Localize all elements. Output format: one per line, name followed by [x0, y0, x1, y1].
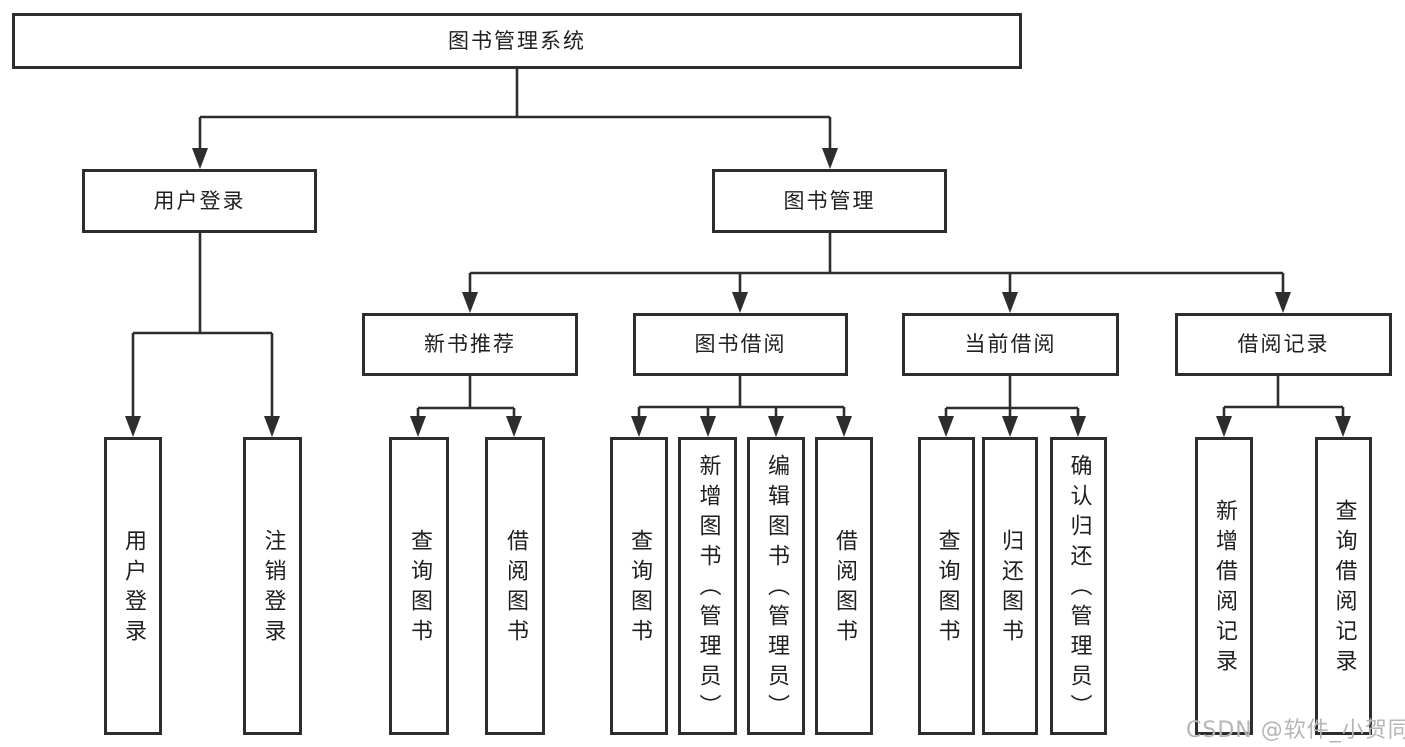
leaf-user-login: 用户登录 — [104, 437, 162, 735]
arrowhead — [462, 292, 478, 313]
arrowhead — [631, 416, 647, 437]
arrowhead — [1335, 416, 1351, 437]
arrowhead — [732, 292, 748, 313]
edge-borrow-to-leaves — [637, 376, 846, 424]
leaf-borrow-borrow-books: 借阅图书 — [815, 437, 873, 735]
node-new-book-recommend: 新书推荐 — [362, 313, 578, 376]
node-book-management: 图书管理 — [712, 169, 947, 233]
arrowhead — [768, 416, 784, 437]
leaf-newbook-query-books: 查询图书 — [389, 437, 449, 735]
edge-current-to-leaves — [944, 376, 1080, 424]
arrowhead — [410, 416, 426, 437]
arrowhead — [1070, 416, 1086, 437]
arrowhead — [822, 148, 838, 169]
arrowhead — [1002, 292, 1018, 313]
edge-record-to-leaves — [1222, 376, 1345, 424]
arrowhead — [1216, 416, 1232, 437]
leaf-logout: 注销登录 — [243, 437, 302, 735]
csdn-watermark: CSDN @软件_小贺同学 — [1186, 718, 1405, 743]
leaf-borrow-edit-books-admin: 编辑图书（管理员） — [747, 437, 805, 735]
arrowhead — [506, 416, 522, 437]
arrowhead — [1275, 292, 1291, 313]
leaf-borrow-add-books-admin: 新增图书（管理员） — [678, 437, 737, 735]
leaf-borrow-query-books: 查询图书 — [610, 437, 668, 735]
node-root-system: 图书管理系统 — [12, 13, 1022, 69]
node-book-borrow: 图书借阅 — [633, 313, 848, 376]
leaf-record-query-borrow-record: 查询借阅记录 — [1315, 437, 1372, 735]
leaf-newbook-borrow-books: 借阅图书 — [485, 437, 545, 735]
arrowhead — [938, 416, 954, 437]
leaf-current-confirm-return-admin: 确认归还（管理员） — [1050, 437, 1107, 735]
arrowhead — [125, 416, 141, 437]
leaf-current-return-books: 归还图书 — [982, 437, 1038, 735]
arrowhead — [836, 416, 852, 437]
leaf-current-query-books: 查询图书 — [918, 437, 975, 735]
edge-root-to-level2 — [198, 69, 832, 156]
edge-userlogin-to-leaves — [131, 233, 274, 424]
edge-bookmgmt-to-level3 — [468, 232, 1285, 300]
edge-newbook-to-leaves — [416, 376, 516, 424]
node-current-borrow: 当前借阅 — [902, 313, 1119, 376]
node-user-login: 用户登录 — [82, 169, 317, 233]
node-borrow-records: 借阅记录 — [1175, 313, 1392, 376]
arrowhead — [700, 416, 716, 437]
arrowhead — [1002, 416, 1018, 437]
leaf-record-add-borrow-record: 新增借阅记录 — [1195, 437, 1253, 735]
arrowhead — [264, 416, 280, 437]
arrowhead — [192, 148, 208, 169]
